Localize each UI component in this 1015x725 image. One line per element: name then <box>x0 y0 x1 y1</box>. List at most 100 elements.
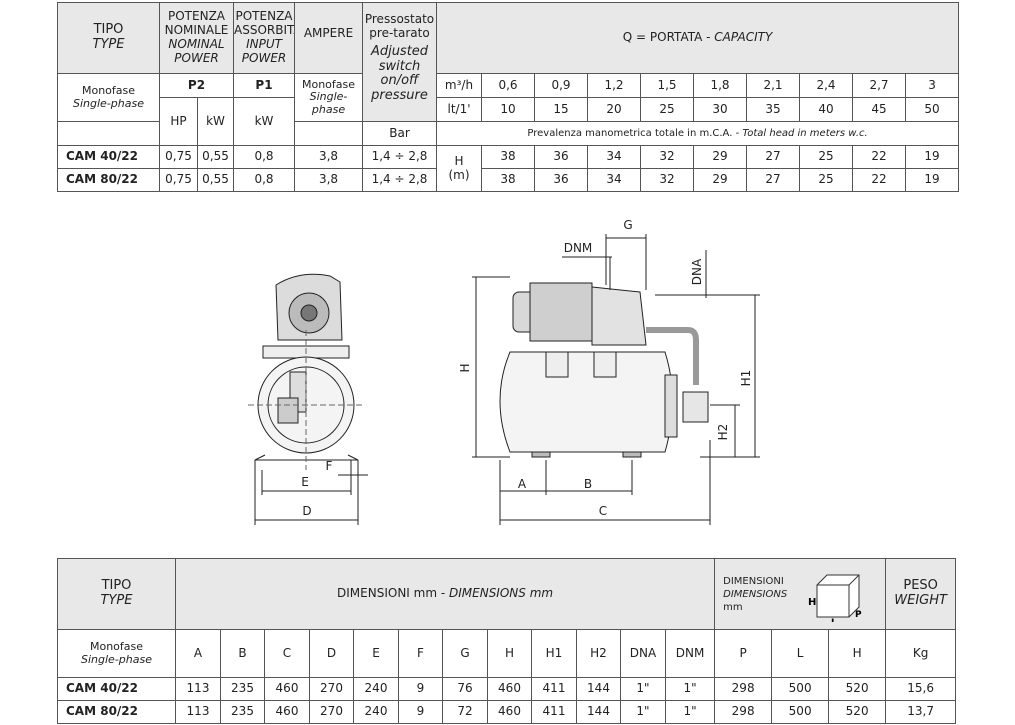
lt-value: 20 <box>587 97 641 122</box>
hp-value: 0,75 <box>159 168 198 192</box>
label-h2: H2 <box>716 424 730 441</box>
monofase-label: Monofase <box>301 77 356 91</box>
side-tank <box>499 351 673 453</box>
dim-value: 240 <box>353 700 399 724</box>
dim-box-label-1: DIMENSIONI <box>723 576 784 587</box>
col-header: B <box>220 629 265 678</box>
label-f: F <box>326 459 333 473</box>
col-header: C <box>264 629 310 678</box>
label-dnm: DNM <box>564 241 593 255</box>
type-label: TYPE <box>92 37 125 52</box>
nominal-power-label: NOMINAL POWER <box>168 37 225 65</box>
col-header: H <box>487 629 532 678</box>
dim-value: 270 <box>309 700 354 724</box>
m-label: (m) <box>448 167 470 182</box>
box-icon-p: P <box>855 610 862 620</box>
head-value: 25 <box>799 145 853 169</box>
single-phase-label: Single-phase <box>309 90 348 116</box>
side-switch <box>682 391 709 423</box>
side-motor <box>529 282 593 342</box>
col-header: F <box>398 629 443 678</box>
dim-value: 72 <box>442 700 488 724</box>
col-header: DNA <box>620 629 666 678</box>
phase-cell: Monofase Single-phase <box>57 629 176 678</box>
dim-value: 113 <box>175 677 221 701</box>
kw-header: kW <box>197 97 234 146</box>
head-value: 36 <box>534 145 588 169</box>
col-header: A <box>175 629 221 678</box>
ampere-spacer <box>294 121 363 146</box>
phase-cell: Monofase Single-phase <box>57 73 160 122</box>
side-foot <box>531 451 551 458</box>
label-e: E <box>301 475 309 489</box>
hp-value: 0,75 <box>159 145 198 169</box>
col-header: G <box>442 629 488 678</box>
m3h-value: 1,8 <box>693 73 747 98</box>
weight-value: 13,7 <box>885 700 957 724</box>
dim-value: 235 <box>220 700 265 724</box>
dim-value: 460 <box>264 677 310 701</box>
label-c: C <box>599 504 607 518</box>
label-dna: DNA <box>690 258 704 285</box>
monofase-label: Monofase <box>89 639 144 653</box>
dim-value: 240 <box>353 677 399 701</box>
single-phase-label: Single-phase <box>81 652 152 666</box>
kw-input-header: kW <box>233 97 295 146</box>
head-value: 27 <box>746 145 800 169</box>
lt-value: 30 <box>693 97 747 122</box>
potenza-assorbita-label: POTENZA ASSORBITA <box>234 9 294 38</box>
dim-value: 76 <box>442 677 488 701</box>
pressure-value: 1,4 ÷ 2,8 <box>362 145 437 169</box>
front-view <box>248 273 368 525</box>
dim-value: 520 <box>828 677 887 701</box>
peso-label: PESO <box>903 578 938 594</box>
input-power-label: INPUT POWER <box>241 37 287 65</box>
type-label: TYPE <box>100 593 133 608</box>
dim-value: 298 <box>714 677 773 701</box>
dim-box-label-3: mm <box>723 602 743 613</box>
capacity-header: Q = PORTATA - CAPACITY <box>435 2 960 74</box>
label-h1: H1 <box>739 370 753 387</box>
head-value: 22 <box>852 168 906 192</box>
dim-value: 500 <box>771 677 830 701</box>
packaging-text: DIMENSIONI DIMENSIONS mm <box>723 575 787 614</box>
col-header: H1 <box>531 629 577 678</box>
nominal-power-header: POTENZA NOMINALE NOMINAL POWER <box>159 2 234 74</box>
weight-header: PESO WEIGHT <box>885 558 957 630</box>
dimensions-mm-label: DIMENSIONS mm <box>449 586 554 601</box>
lt-value: 40 <box>799 97 853 122</box>
dim-value: 235 <box>220 677 265 701</box>
dim-value: 520 <box>828 700 887 724</box>
m3h-value: 0,9 <box>534 73 588 98</box>
dim-value: 1" <box>620 677 666 701</box>
front-switch <box>277 397 299 424</box>
label-g: G <box>623 218 632 232</box>
pressure-switch-header: Pressostato pre-tarato Adjusted switch o… <box>362 2 437 122</box>
m3h-value: 3 <box>904 73 960 98</box>
col-header: E <box>353 629 399 678</box>
box-icon-l: L <box>831 618 837 622</box>
col-header: Kg <box>885 629 957 678</box>
side-pipe <box>646 327 699 385</box>
label-d: D <box>302 504 311 518</box>
portata-label: Q = PORTATA - <box>622 30 715 45</box>
dim-value: 113 <box>175 700 221 724</box>
input-power-header: POTENZA ASSORBITA INPUT POWER <box>233 2 295 74</box>
front-shaft <box>300 304 318 322</box>
head-value: 29 <box>693 145 747 169</box>
box-dimensions-icon: H L P <box>808 574 862 622</box>
head-value: 29 <box>693 168 747 192</box>
col-header: P <box>714 629 773 678</box>
m3h-unit: m³/h <box>436 73 482 98</box>
dim-box-label-2: DIMENSIONS <box>723 589 788 600</box>
model-name: CAM 80/22 <box>57 700 176 724</box>
adjusted-pressure-label: Adjusted switch on/off pressure <box>370 43 429 104</box>
dim-value: 9 <box>398 677 443 701</box>
weight-value: 15,6 <box>885 677 957 701</box>
m3h-value: 0,6 <box>481 73 535 98</box>
dim-value: 9 <box>398 700 443 724</box>
lt-value: 50 <box>904 97 960 122</box>
head-value: 38 <box>481 168 535 192</box>
side-bracket <box>545 351 569 378</box>
capacity-label: CAPACITY <box>714 30 773 45</box>
